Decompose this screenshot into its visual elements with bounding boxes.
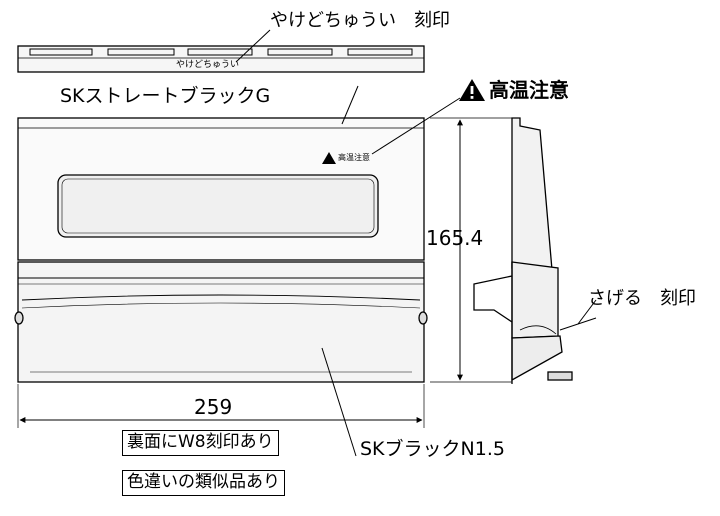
leader-warning — [371, 97, 461, 155]
front-name-label: SKストレートブラックG — [60, 85, 271, 107]
note-back-engraving: 裏面にW8刻印あり — [122, 430, 279, 456]
front-view — [14, 117, 428, 383]
leader-top-engraving — [235, 29, 271, 63]
width-dimension — [17, 384, 425, 428]
leader-bottom-name — [321, 347, 357, 457]
top-engraving-label: やけどちゅうい 刻印 — [270, 10, 450, 31]
side-view — [473, 117, 597, 384]
leader-front-name — [341, 85, 359, 125]
warning-label: 高温注意 — [458, 78, 569, 102]
height-dimension — [430, 117, 512, 383]
height-dimension-label: 165.4 — [426, 226, 484, 250]
small-warning-triangle-icon — [322, 152, 336, 164]
warning-text: 高温注意 — [489, 78, 569, 102]
side-engraving-label: さげる 刻印 — [588, 288, 696, 309]
bottom-name-label: SKブラックN1.5 — [360, 438, 505, 460]
small-warning-text: 高温注意 — [338, 153, 370, 162]
top-strip-text: やけどちゅうい — [176, 60, 240, 70]
note-similar-products: 色違いの類似品あり — [122, 470, 285, 496]
top-view — [17, 45, 425, 73]
leader-side-engraving — [577, 299, 597, 325]
warning-triangle-icon — [459, 79, 485, 101]
width-dimension-label: 259 — [194, 395, 233, 419]
